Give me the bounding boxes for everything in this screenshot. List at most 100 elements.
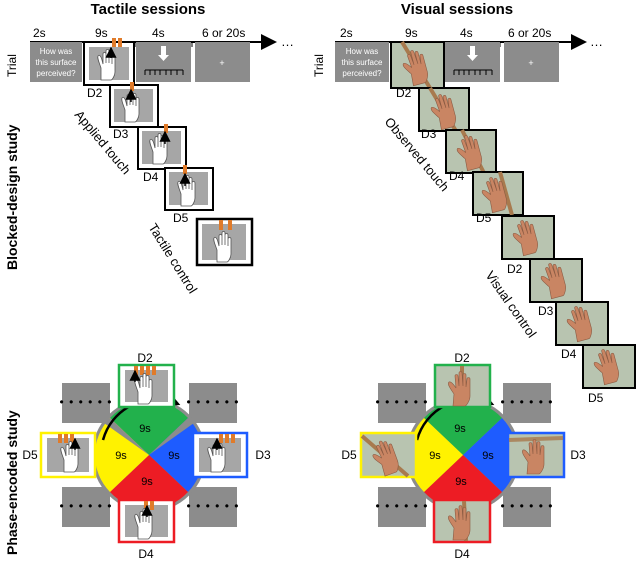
tactile-time-3: 4s — [152, 26, 165, 40]
visual-phase-d3 — [506, 431, 566, 479]
visual-trial-label: Trial — [312, 54, 326, 77]
tactile-stim-d4 — [137, 124, 187, 170]
tactile-control-label: Tactile control — [145, 221, 200, 296]
tactile-label-d3: D3 — [113, 127, 129, 141]
visual-phase-label-d2: D2 — [454, 351, 470, 365]
tactile-question-line1: How was — [40, 47, 72, 56]
visual-phase-panel: • • • • • • • • • • • • • • • • • • • • … — [341, 351, 586, 561]
visual-rating-down-arrow-icon — [467, 46, 478, 61]
visual-label-d4: D4 — [449, 169, 465, 183]
tactile-question-panel — [30, 42, 82, 82]
tactile-phase-label-d5: D5 — [22, 448, 38, 462]
tactile-rest-panel-br: • • • • • • — [187, 487, 240, 527]
tactile-title: Tactile sessions — [91, 1, 206, 18]
tactile-time-2: 9s — [95, 26, 108, 40]
visual-time-3: 4s — [460, 26, 473, 40]
visual-sector-left: 9s — [429, 450, 441, 462]
visual-time-2: 9s — [405, 26, 418, 40]
visual-phase-label-d5: D5 — [341, 448, 357, 462]
tactile-stim-d3 — [109, 82, 159, 128]
svg-text:• • • • • •: • • • • • • — [187, 395, 240, 409]
tactile-fixation-panel — [195, 42, 250, 82]
visual-phase-label-d4: D4 — [454, 547, 470, 561]
tactile-phase-d5 — [39, 431, 97, 479]
visual-control-d2 — [501, 215, 555, 260]
visual-phase-wheel: 9s 9s 9s 9s — [406, 387, 520, 512]
tactile-stim-d2 — [83, 38, 135, 86]
visual-rest-panel-tl: • • • • • • — [376, 383, 429, 423]
tactile-label-d2: D2 — [87, 86, 103, 100]
svg-text:• • • • • •: • • • • • • — [501, 499, 554, 513]
visual-rest-panel-tr: • • • • • • — [501, 383, 554, 423]
tactile-rest-panel-tr: • • • • • • — [187, 383, 240, 423]
svg-text:• • • • • •: • • • • • • — [187, 499, 240, 513]
visual-sector-right: 9s — [482, 450, 494, 462]
tactile-label-d5: D5 — [173, 211, 189, 225]
tactile-phase-label-d2: D2 — [137, 351, 153, 365]
visual-control-d3 — [529, 258, 583, 303]
svg-text:• • • • • •: • • • • • • — [60, 395, 113, 409]
visual-stim-d5 — [472, 171, 524, 216]
tactile-phase-label-d4: D4 — [138, 547, 154, 561]
svg-text:• • • • • •: • • • • • • — [376, 499, 429, 513]
tactile-trial-label: Trial — [5, 54, 19, 77]
visual-control-d5 — [582, 344, 636, 389]
tactile-phase-label-d3: D3 — [255, 448, 271, 462]
tactile-rating-down-arrow-icon — [158, 46, 169, 61]
visual-question-line3: perceived? — [342, 69, 382, 78]
visual-phase-d4 — [432, 498, 492, 544]
tactile-sector-bottom: 9s — [141, 476, 153, 488]
tactile-phase-d2 — [117, 363, 176, 409]
visual-control-label-d2: D2 — [507, 262, 523, 276]
tactile-sector-right: 9s — [168, 450, 180, 462]
visual-phase-d2 — [433, 363, 492, 409]
visual-stim-d3 — [418, 86, 470, 133]
tactile-time-1: 2s — [33, 26, 46, 40]
visual-question-line1: How was — [346, 47, 378, 56]
visual-label-d2: D2 — [396, 86, 412, 100]
tactile-label-d4: D4 — [143, 170, 159, 184]
visual-stim-d2 — [390, 40, 445, 90]
visual-time-1: 2s — [340, 26, 353, 40]
visual-sector-bottom: 9s — [455, 476, 467, 488]
tactile-blocked-panel: 2s 9s 4s 6 or 20s … Trial How was this s… — [5, 26, 294, 296]
svg-text:+: + — [528, 58, 533, 68]
visual-control-label-d4: D4 — [561, 347, 577, 361]
tactile-time-4: 6 or 20s — [202, 26, 245, 40]
visual-rest-panel-br: • • • • • • — [501, 487, 554, 527]
visual-control-label-d3: D3 — [538, 304, 554, 318]
tactile-question-line3: perceived? — [36, 69, 76, 78]
visual-label-d5: D5 — [476, 211, 492, 225]
tactile-question-line2: this surface — [36, 58, 77, 67]
visual-rest-panel-bl: • • • • • • — [376, 487, 429, 527]
row-label-phase: Phase-encoded study — [4, 410, 20, 555]
svg-text:• • • • • •: • • • • • • — [501, 395, 554, 409]
svg-text:• • • • • •: • • • • • • — [376, 395, 429, 409]
visual-label-d3: D3 — [421, 127, 437, 141]
visual-question-panel — [335, 42, 389, 82]
svg-text:+: + — [219, 58, 224, 68]
visual-question-line2: this surface — [342, 58, 383, 67]
tactile-stim-d5 — [164, 165, 214, 211]
visual-phase-d5 — [359, 431, 418, 479]
visual-blocked-panel: 2s 9s 4s 6 or 20s … Trial How was this s… — [312, 26, 636, 405]
tactile-rest-panel-tl: • • • • • • — [60, 383, 113, 423]
tactile-phase-d4 — [117, 498, 176, 544]
svg-text:• • • • • •: • • • • • • — [60, 499, 113, 513]
tactile-sector-left: 9s — [115, 450, 127, 462]
row-label-blocked: Blocked-design study — [4, 124, 20, 270]
visual-stim-d4 — [445, 129, 497, 174]
visual-ellipsis: … — [590, 34, 603, 49]
visual-phase-label-d3: D3 — [570, 448, 586, 462]
visual-sector-top: 9s — [454, 423, 466, 435]
tactile-control-stim — [195, 217, 254, 267]
visual-control-d4 — [555, 301, 609, 346]
tactile-phase-panel: • • • • • • • • • • • • • • • • • • • • … — [22, 351, 271, 561]
visual-time-4: 6 or 20s — [508, 26, 551, 40]
tactile-ellipsis: … — [281, 34, 294, 49]
visual-control-label-d5: D5 — [588, 391, 604, 405]
tactile-rest-panel-bl: • • • • • • — [60, 487, 113, 527]
visual-title: Visual sessions — [401, 1, 513, 18]
tactile-sector-top: 9s — [139, 423, 151, 435]
